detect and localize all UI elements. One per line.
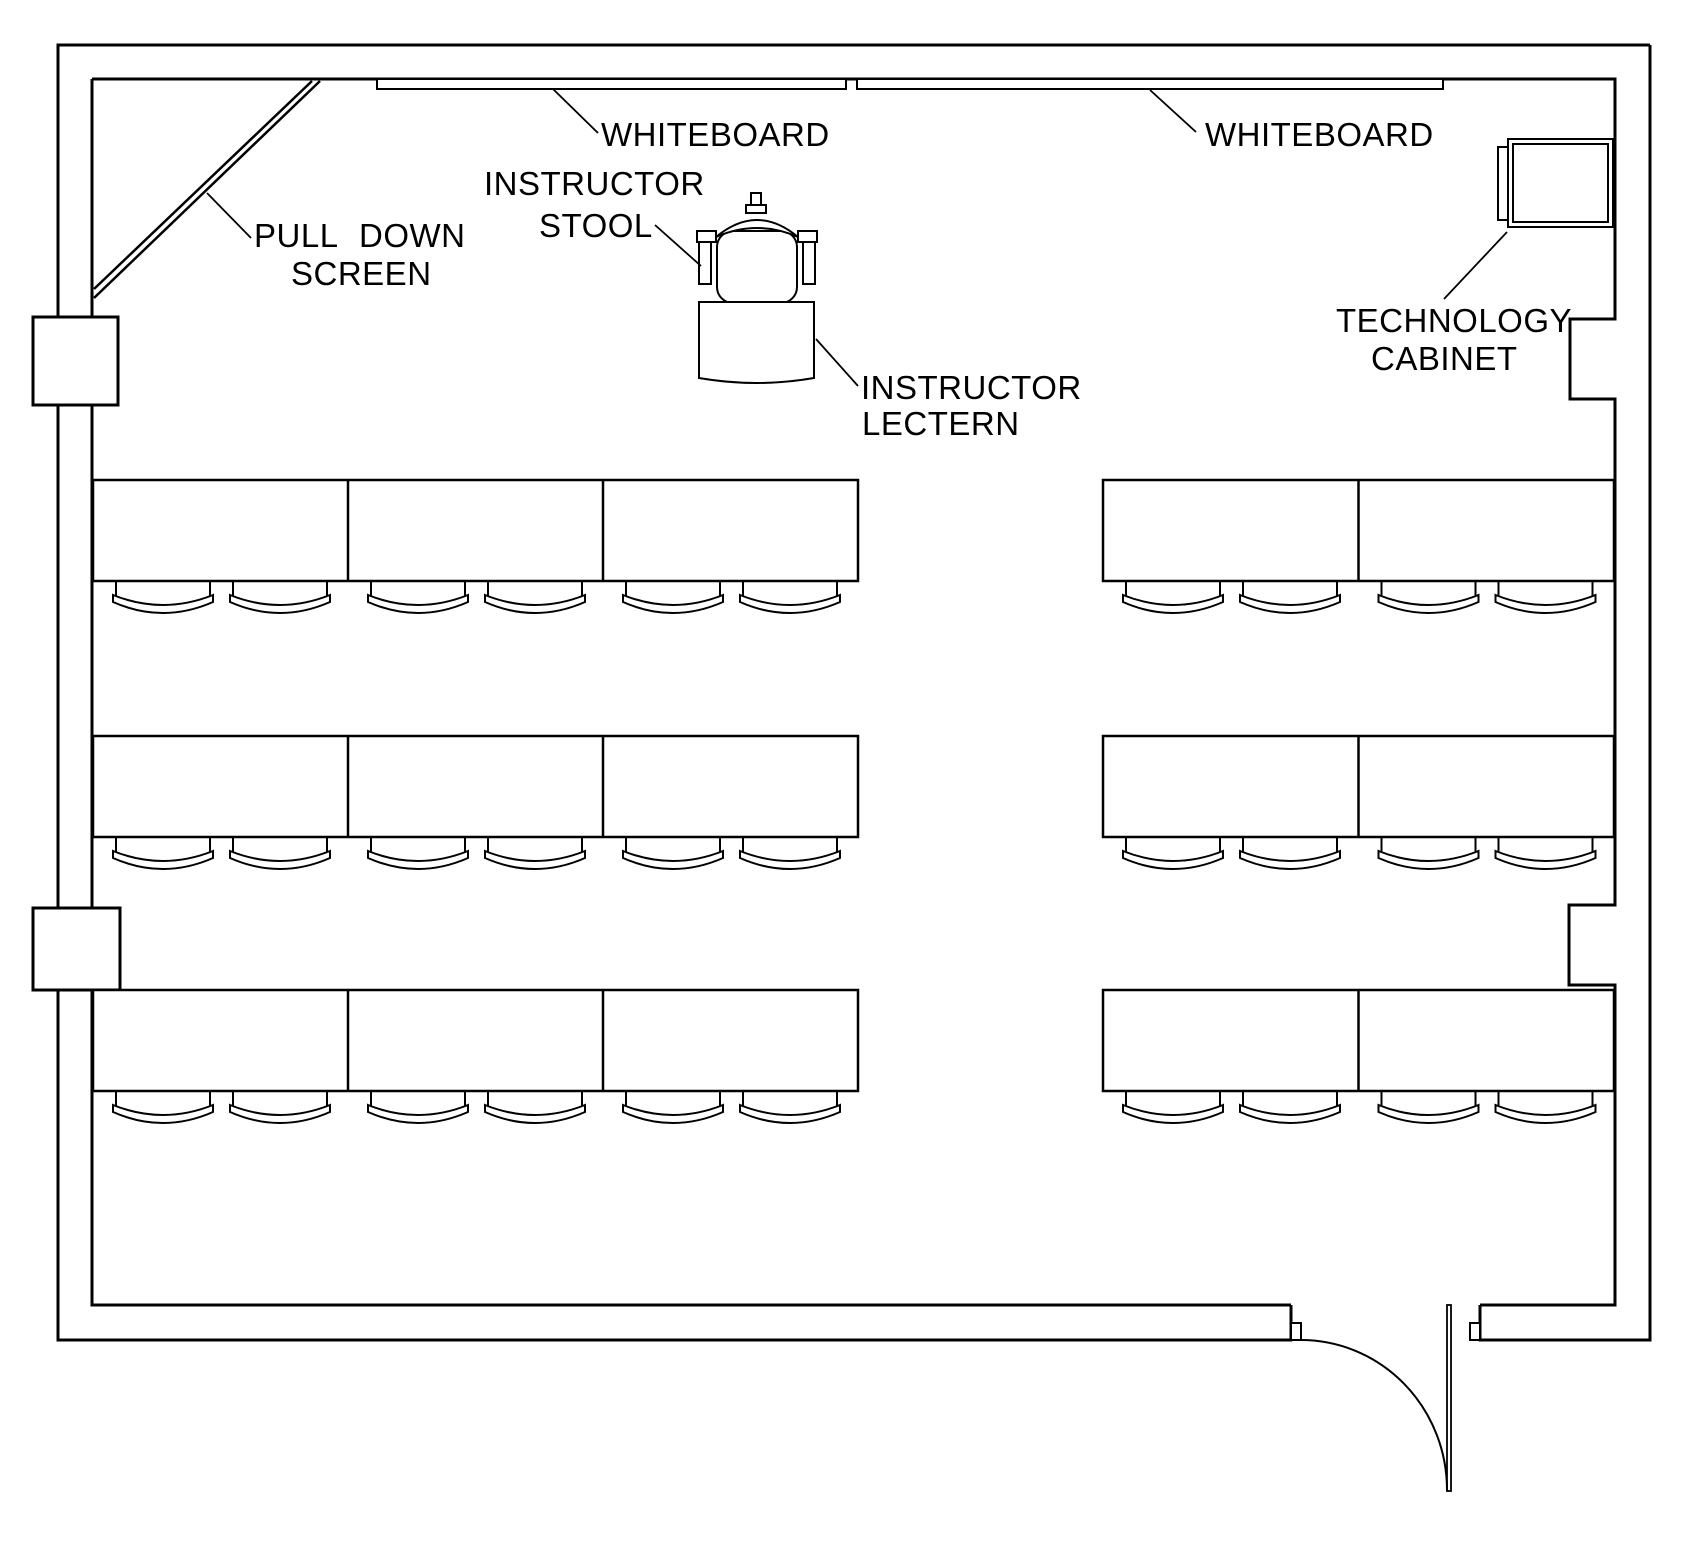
tables-left-block-row — [91, 734, 860, 870]
wall-pilasters — [31, 315, 122, 992]
instructor-stool-label-line2: STOOL — [539, 207, 653, 244]
pull-down-screen-line — [93, 80, 321, 299]
chair — [229, 1091, 331, 1124]
chair — [739, 837, 841, 870]
whiteboard-left-label: WHITEBOARD — [601, 116, 830, 153]
chair — [484, 581, 586, 614]
instructor-stool — [696, 192, 818, 304]
technology-cabinet — [1497, 138, 1614, 228]
door — [1290, 1304, 1481, 1492]
chair — [1377, 1091, 1480, 1124]
chair — [112, 581, 214, 614]
tables-right-block-row — [1101, 988, 1616, 1124]
chair — [1494, 581, 1597, 614]
tables-left-block-row — [91, 478, 860, 614]
instructor-lectern-label-line1: INSTRUCTOR — [861, 369, 1082, 406]
chair — [1239, 581, 1341, 614]
chair — [112, 837, 214, 870]
chair — [1494, 837, 1597, 870]
chair — [622, 1091, 724, 1124]
chair — [112, 1091, 214, 1124]
pull-down-screen-label-line2: SCREEN — [291, 255, 432, 292]
chair — [367, 837, 469, 870]
chair — [1239, 837, 1341, 870]
tables-left-block-row — [91, 988, 860, 1124]
label-leader-lines — [206, 88, 1508, 387]
chair — [1239, 1091, 1341, 1124]
chair — [367, 1091, 469, 1124]
chair — [367, 581, 469, 614]
instructor-lectern — [698, 301, 815, 384]
chair — [1377, 837, 1480, 870]
technology-cabinet-label-line2: CABINET — [1371, 340, 1518, 377]
chair — [622, 581, 724, 614]
instructor-lectern-label-line2: LECTERN — [862, 405, 1020, 442]
chair — [739, 581, 841, 614]
instructor-stool-label-line1: INSTRUCTOR — [484, 165, 705, 202]
tables-right-block-row — [1101, 478, 1616, 614]
chair — [1494, 1091, 1597, 1124]
whiteboard-left — [376, 78, 847, 90]
technology-cabinet-label-line1: TECHNOLOGY — [1336, 302, 1573, 339]
whiteboard-right — [856, 78, 1444, 90]
whiteboard-right-label: WHITEBOARD — [1205, 116, 1434, 153]
chair — [1122, 581, 1224, 614]
chair — [484, 837, 586, 870]
chair — [1122, 1091, 1224, 1124]
chair — [1377, 581, 1480, 614]
chair — [739, 1091, 841, 1124]
tables-right-block-row — [1101, 734, 1616, 870]
chair — [622, 837, 724, 870]
pull-down-screen-label-line1: PULL DOWN — [254, 217, 466, 254]
chair — [229, 581, 331, 614]
chair — [484, 1091, 586, 1124]
chair — [229, 837, 331, 870]
chair — [1122, 837, 1224, 870]
room-walls — [56, 43, 1652, 1342]
